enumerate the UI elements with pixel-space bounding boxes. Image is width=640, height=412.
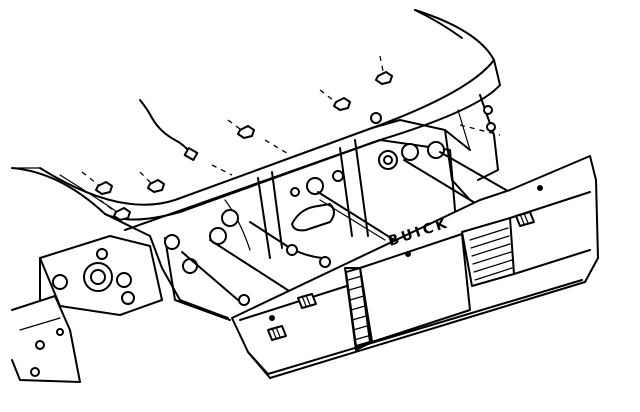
left-lens [345,267,371,347]
fasteners [81,55,501,221]
rear-trim-panel: BUICK [231,155,599,379]
wiring-harness [139,99,331,268]
right-lens [461,217,515,287]
trunk-lid [11,9,501,221]
left-quarter-panel [11,167,229,383]
